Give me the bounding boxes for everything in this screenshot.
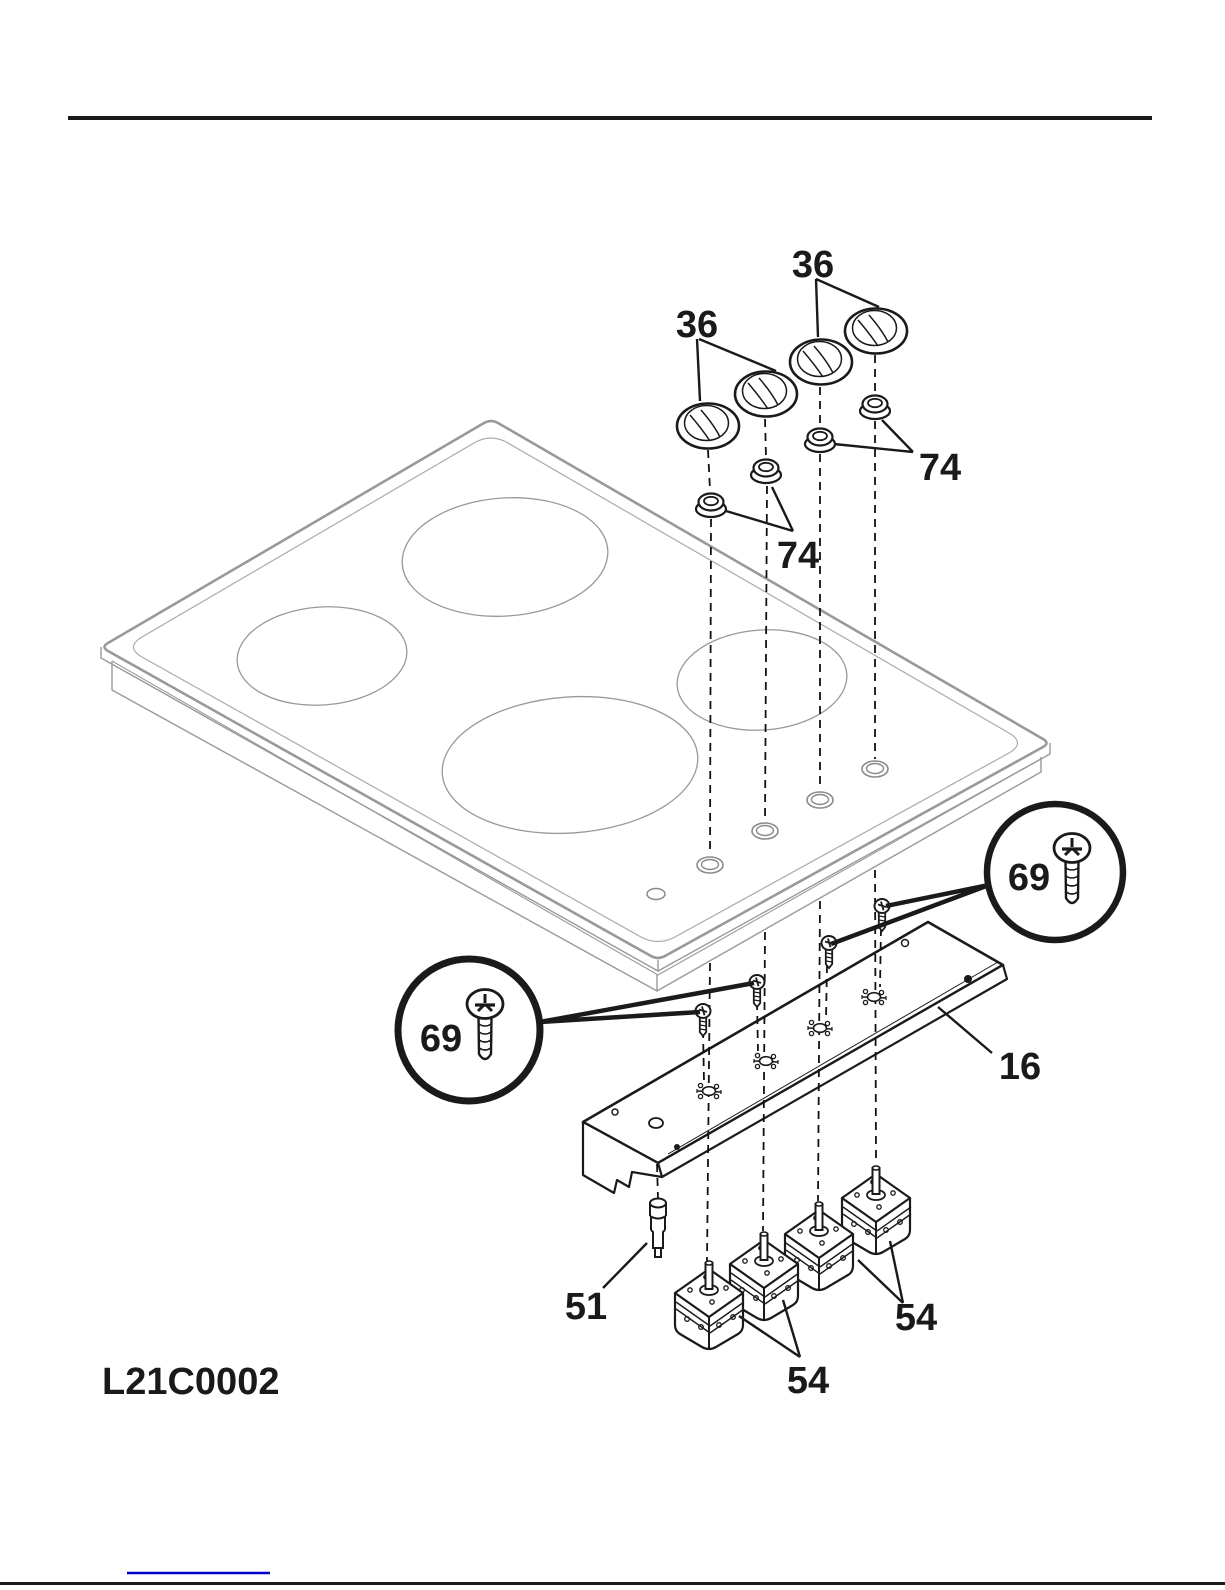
knob-4 [843, 307, 909, 355]
label-69-left: 69 [420, 1018, 462, 1060]
shaft-hole-3 [806, 791, 834, 809]
center-lines [707, 355, 876, 856]
label-51: 51 [565, 1286, 607, 1328]
diagram-code: L21C0002 [102, 1361, 279, 1403]
burner-left [236, 606, 408, 706]
screw-small-2 [748, 974, 766, 1008]
label-54-rear: 54 [895, 1297, 937, 1339]
label-74-right: 74 [919, 447, 961, 489]
label-36-left: 36 [676, 304, 718, 346]
nut-3 [803, 427, 837, 454]
label-54-rear-group: 54 [857, 1240, 937, 1339]
label-74-right-group: 74 [833, 419, 961, 489]
burner-zones [236, 497, 848, 835]
indicator-light-51 [649, 1197, 667, 1258]
label-51-group: 51 [565, 1242, 648, 1328]
label-36-right-group: 36 [792, 244, 880, 338]
indicator-hole [646, 887, 666, 901]
nut-1 [694, 492, 728, 519]
knob-3 [788, 338, 854, 386]
label-36-right: 36 [792, 244, 834, 286]
shaft-hole-4 [861, 760, 889, 778]
knob-1 [675, 402, 741, 450]
label-36-left-group: 36 [676, 304, 777, 402]
callout-left-69: 69 [394, 955, 755, 1105]
glass-inner-line [132, 437, 1019, 943]
label-74-left-group: 74 [725, 486, 819, 577]
label-16-group: 16 [937, 1006, 1041, 1088]
knob-2 [733, 370, 799, 418]
callout-right-69: 69 [830, 800, 1127, 947]
nut-4 [858, 394, 892, 421]
label-54-front: 54 [787, 1360, 829, 1402]
label-74-left: 74 [777, 535, 819, 577]
label-16: 16 [999, 1046, 1041, 1088]
shaft-hole-2 [751, 822, 779, 840]
control-panel-bracket [581, 920, 1009, 1195]
label-54-front-group: 54 [738, 1299, 829, 1402]
nut-2 [749, 458, 783, 485]
shaft-hole-1 [696, 856, 724, 874]
burner-top [401, 497, 609, 617]
burner-bottom [441, 695, 699, 835]
screw-small-1 [694, 1003, 712, 1037]
label-69-right: 69 [1008, 857, 1050, 899]
cooktop-glass [100, 419, 1051, 993]
